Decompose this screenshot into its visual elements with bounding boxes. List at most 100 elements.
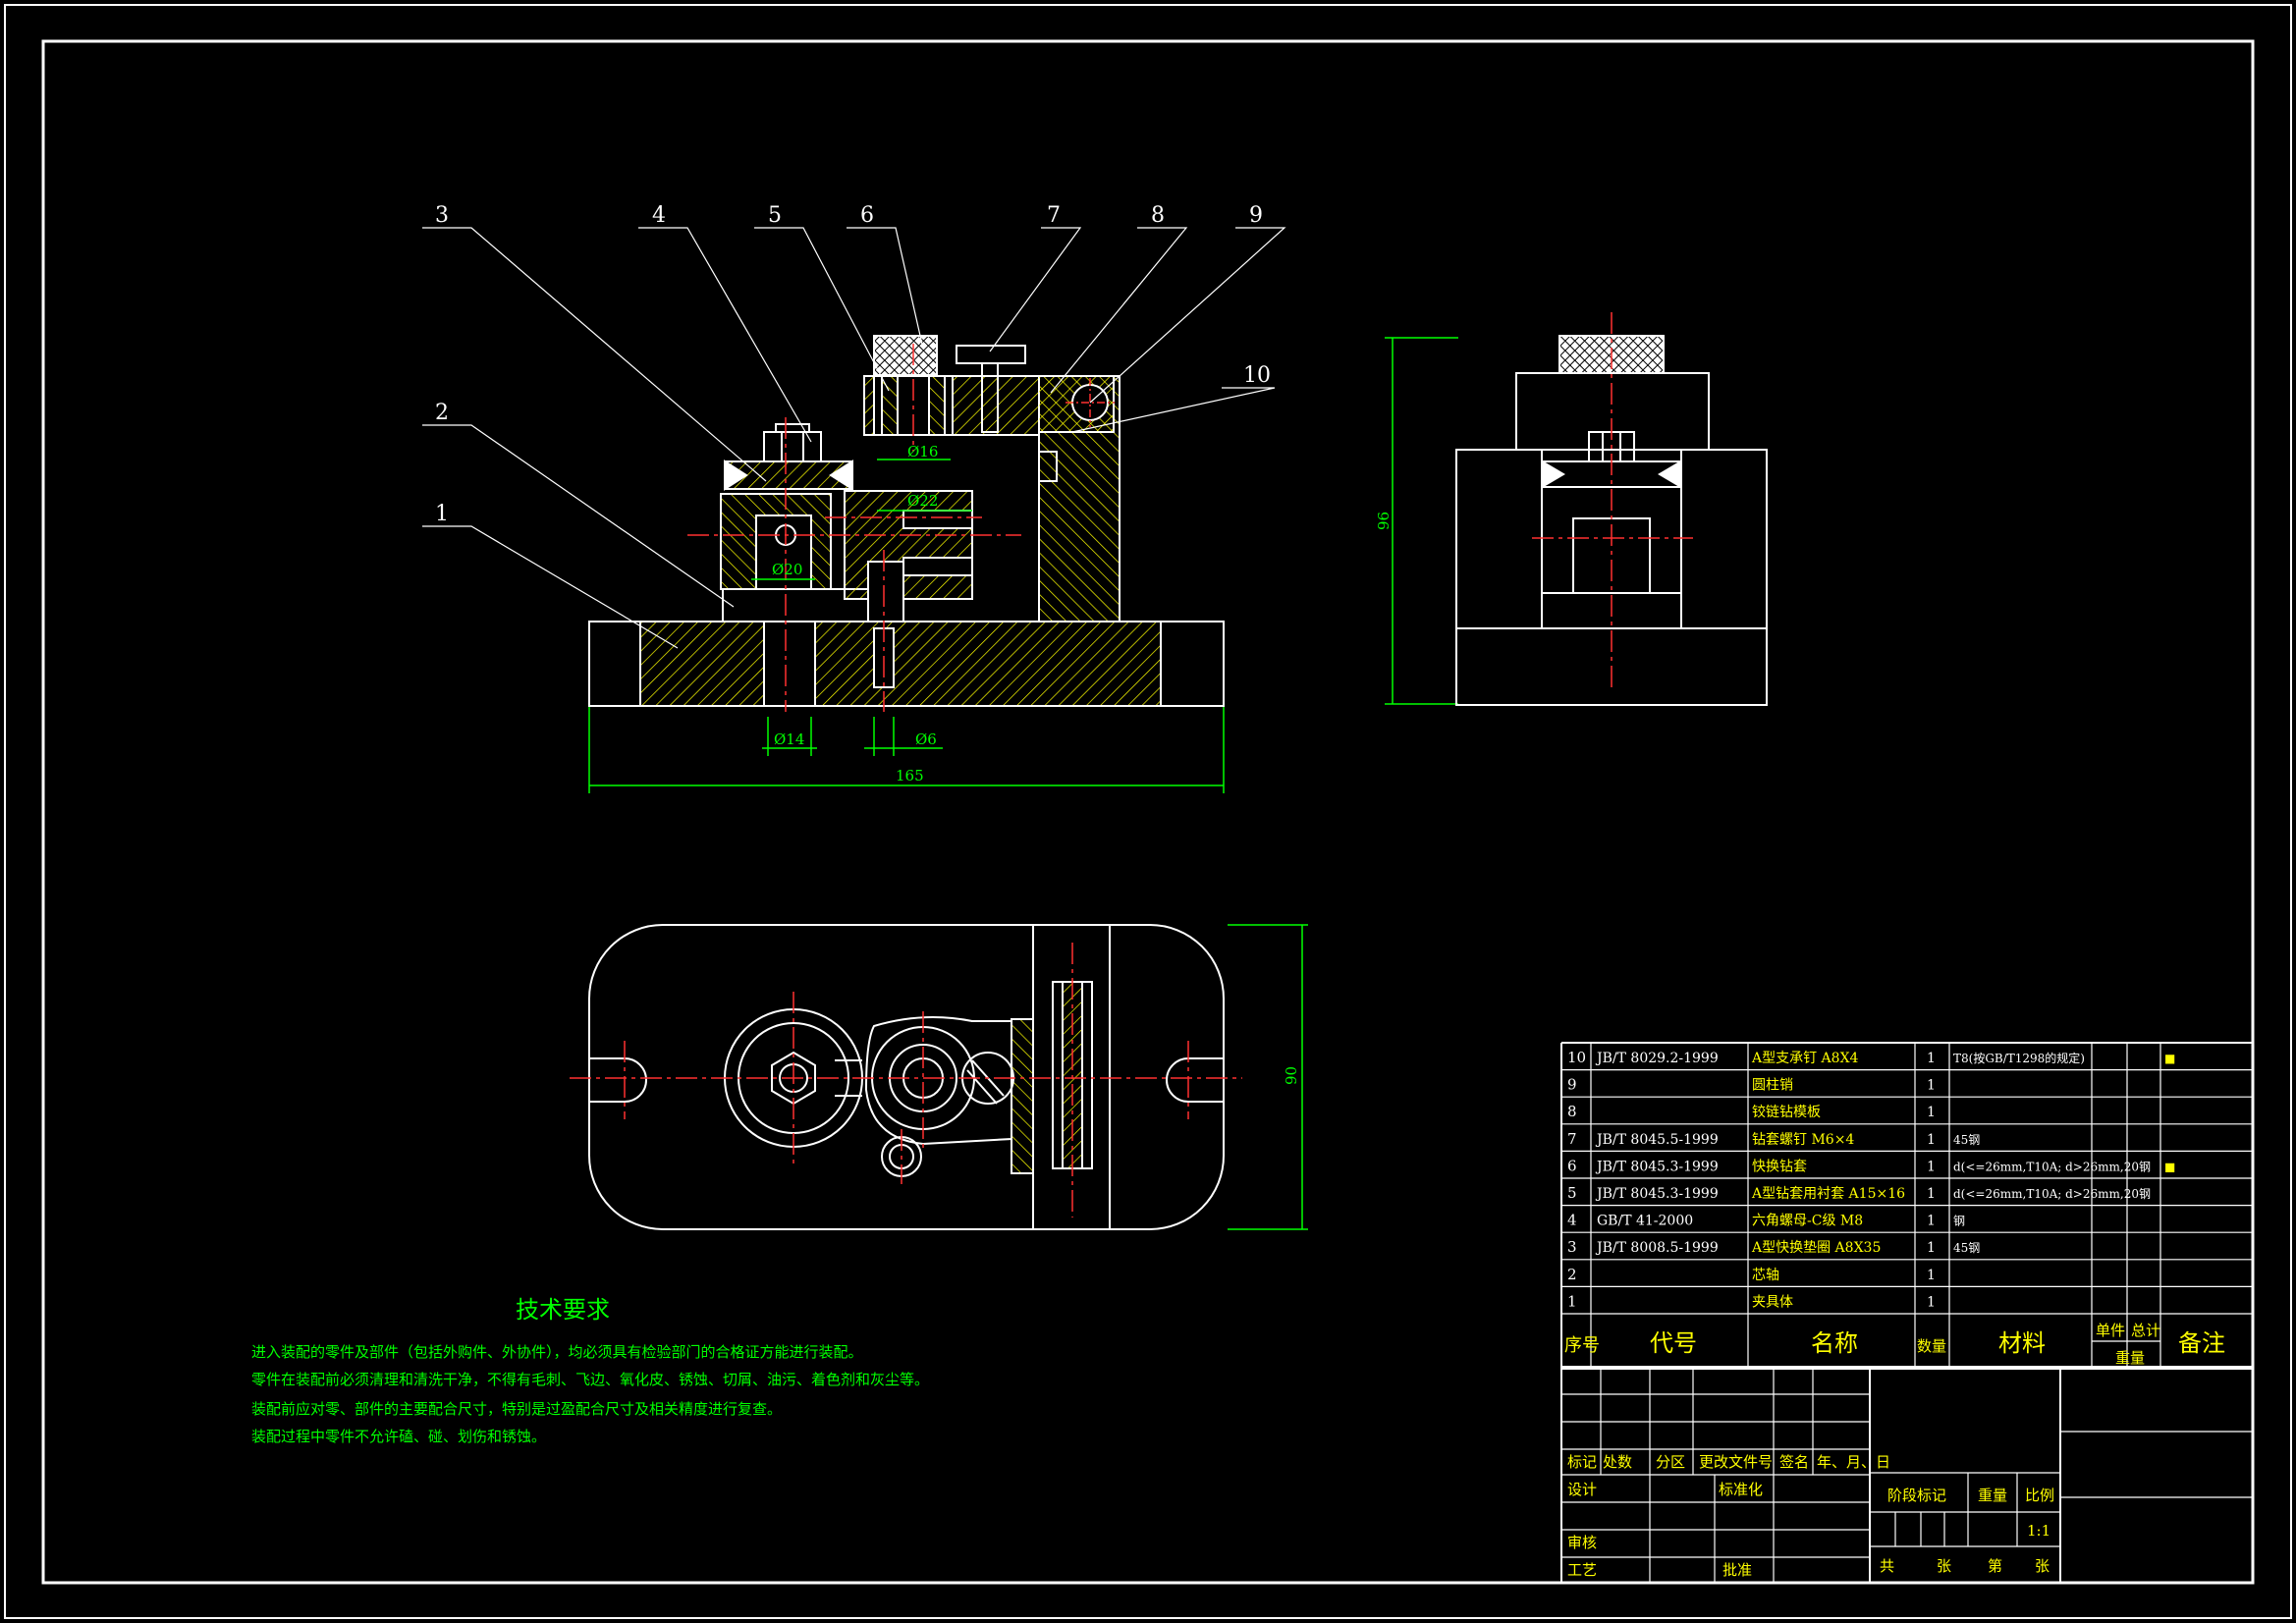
requirement-line-3: 装配前应对零、部件的主要配合尺寸，特别是过盈配合尺寸及相关精度进行复查。 (251, 1400, 782, 1418)
tb-zone: 分区 (1656, 1453, 1685, 1471)
bom-row-name: A型快换垫圈 A8X35 (1751, 1239, 1881, 1256)
bom-row-qty: 1 (1927, 1240, 1936, 1256)
tb-sign: 签名 (1779, 1453, 1809, 1471)
dim-side-height: 96 (1375, 512, 1393, 530)
bom-row-qty: 1 (1927, 1132, 1936, 1148)
dim-dia-6: Ø6 (915, 730, 937, 748)
bom-row-material: T8(按GB/T1298的规定) (1953, 1051, 2085, 1065)
bom-row-code: GB/T 41-2000 (1597, 1214, 1693, 1229)
bom-header-unit: 单件 (2096, 1322, 2125, 1339)
bom-row-qty: 1 (1927, 1268, 1936, 1283)
bom-row-material: 钢 (1953, 1215, 1965, 1228)
bom-header-weight: 重量 (2115, 1349, 2145, 1367)
bom-header-qty: 数量 (1917, 1337, 1946, 1355)
bom-row-no: 10 (1567, 1049, 1586, 1066)
tb-design: 设计 (1567, 1481, 1597, 1498)
dim-top-width: 90 (1283, 1066, 1300, 1085)
title-block-text: 标记 处数 分区 更改文件号 签名 年、月、日 设计 标准化 审核 工艺 批准 … (1567, 1453, 2054, 1579)
bom-row-name: 圆柱销 (1752, 1078, 1793, 1094)
bom-row-code: JB/T 8008.5-1999 (1595, 1240, 1719, 1256)
bom-row-code: JB/T 8045.3-1999 (1595, 1159, 1719, 1174)
tb-review: 审核 (1567, 1534, 1597, 1551)
bom-row-code: JB/T 8045.5-1999 (1595, 1132, 1719, 1148)
tb-approve: 批准 (1722, 1561, 1752, 1579)
bom-row-name: 芯轴 (1752, 1268, 1779, 1283)
tb-count: 处数 (1603, 1453, 1632, 1471)
bom-row-no: 3 (1567, 1238, 1577, 1256)
balloon-1: 1 (435, 502, 449, 526)
bom-row-qty: 1 (1927, 1214, 1936, 1229)
dimension-text: 165 96 90 Ø16 Ø22 Ø20 Ø14 Ø6 (772, 443, 1393, 1085)
bom-row-name: 夹具体 (1752, 1294, 1793, 1310)
bom-row-no: 8 (1567, 1103, 1577, 1120)
tb-mark: 标记 (1567, 1453, 1597, 1471)
bom-header-no: 序号 (1564, 1335, 1600, 1356)
bom-row-material: 45钢 (1953, 1241, 1980, 1255)
bom-row-qty: 1 (1927, 1051, 1936, 1066)
tb-sheet-no: 第 (1988, 1557, 2002, 1575)
bom-row-no: 5 (1567, 1184, 1577, 1202)
bom-row-qty: 1 (1927, 1105, 1936, 1120)
bom-row-name: 快换钻套 (1752, 1158, 1807, 1174)
balloon-8: 8 (1151, 203, 1165, 228)
bom-row-qty: 1 (1927, 1159, 1936, 1174)
tb-process: 工艺 (1567, 1561, 1597, 1579)
outer-frame (4, 4, 2292, 1619)
bom-row-code: JB/T 8029.2-1999 (1595, 1051, 1719, 1066)
balloon-5: 5 (768, 203, 782, 228)
requirements-title: 技术要求 (516, 1296, 610, 1324)
tb-standard: 标准化 (1719, 1481, 1763, 1498)
bom-header-code: 代号 (1650, 1329, 1697, 1357)
bom-table (1560, 1042, 2254, 1370)
bom-header-material: 材料 (1998, 1329, 2046, 1357)
bom-row-qty: 1 (1927, 1186, 1936, 1202)
title-block (1560, 1366, 2254, 1584)
balloon-labels: 1 2 3 4 5 6 7 8 9 10 (435, 203, 1271, 526)
requirement-line-4: 装配过程中零件不允许磕、碰、划伤和锈蚀。 (251, 1428, 546, 1445)
bom-row-no: 4 (1567, 1212, 1577, 1229)
bom-row-name: 六角螺母-C级 M8 (1752, 1214, 1863, 1229)
requirement-line-1: 进入装配的零件及部件（包括外购件、外协件），均必须具有检验部门的合格证方能进行装… (251, 1343, 863, 1361)
balloon-6: 6 (860, 203, 874, 228)
bom-header-name: 名称 (1811, 1329, 1858, 1357)
tb-sheets-unit: 张 (1937, 1557, 1951, 1575)
tb-change-doc: 更改文件号 (1699, 1453, 1773, 1471)
bom-header-total: 总计 (2131, 1322, 2160, 1339)
leader-lines (422, 227, 1286, 649)
balloon-3: 3 (435, 203, 449, 228)
bom-row-code: JB/T 8045.3-1999 (1595, 1186, 1719, 1202)
bom-row-qty: 1 (1927, 1294, 1936, 1310)
tb-sheet-unit2: 张 (2035, 1557, 2050, 1575)
dim-dia-16: Ø16 (907, 443, 938, 460)
balloon-2: 2 (435, 401, 449, 425)
bom-row-note: ■ (2164, 1160, 2175, 1173)
bom-row-no: 7 (1567, 1130, 1577, 1148)
balloon-9: 9 (1249, 203, 1263, 228)
bom-row-qty: 1 (1927, 1078, 1936, 1094)
balloon-10: 10 (1243, 363, 1271, 388)
tb-sheets-total: 共 (1880, 1557, 1894, 1575)
bom-header-note: 备注 (2178, 1329, 2225, 1357)
bom-row-note: ■ (2164, 1052, 2175, 1065)
dim-dia-20: Ø20 (772, 561, 802, 578)
bom-row-material: d(<=26mm,T10A; d>26mm,20钢 (1953, 1160, 2151, 1173)
side-view (1455, 312, 1768, 706)
front-view (588, 335, 1225, 712)
tb-scale: 比例 (2025, 1487, 2054, 1504)
tb-date: 年、月、日 (1817, 1453, 1890, 1471)
top-view (570, 924, 1242, 1230)
bom-row-name: 铰链钻模板 (1752, 1105, 1821, 1120)
front-view-dimensions (588, 337, 1458, 1230)
tb-weight: 重量 (1978, 1487, 2007, 1504)
bom-row-material: d(<=26mm,T10A; d>26mm,20钢 (1953, 1187, 2151, 1201)
inner-frame (41, 39, 2255, 1585)
tb-stage-mark: 阶段标记 (1887, 1487, 1946, 1504)
bom-row-no: 6 (1567, 1157, 1577, 1174)
dim-dia-14: Ø14 (774, 730, 804, 748)
dim-dia-22: Ø22 (907, 492, 938, 510)
bom-row-no: 1 (1567, 1292, 1577, 1310)
bom-row-name: 钻套螺钉 M6×4 (1752, 1132, 1854, 1148)
bom-row-no: 9 (1567, 1076, 1577, 1094)
